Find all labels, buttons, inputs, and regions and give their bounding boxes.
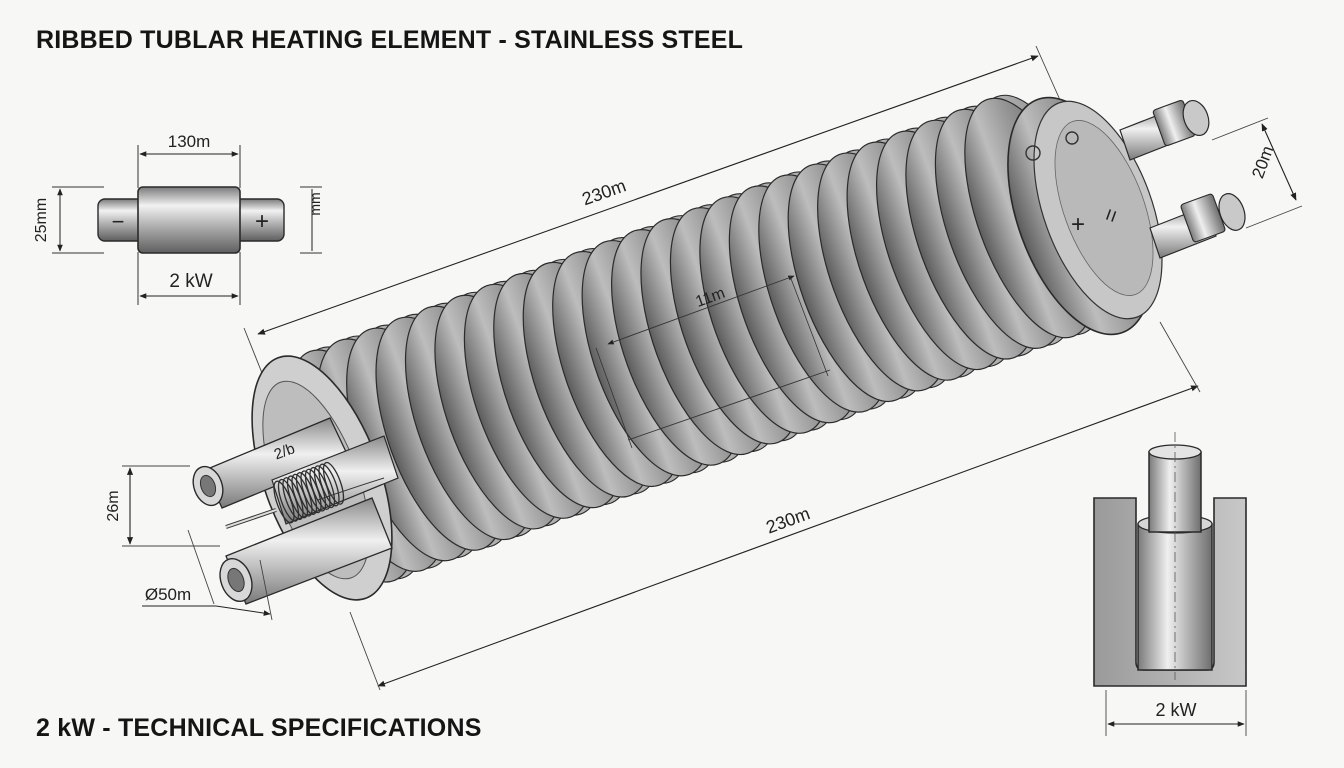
coil-turn [318, 463, 340, 507]
element-body [137, 186, 241, 254]
ribbed-heating-element: 230m 230m 2/b [105, 45, 1303, 691]
bottom-right-section-view: 2 kW [1093, 432, 1247, 736]
tube-label: 2/b [272, 440, 297, 463]
flange-plus-symbol: + [1071, 211, 1085, 238]
width-dimension-label: 130m [168, 132, 211, 151]
diagram-title: RIBBED TUBLAR HEATING ELEMENT - STAINLES… [36, 26, 744, 54]
front-terminals: 2/b [192, 417, 399, 605]
overall-length-bottom-label: 230m [763, 503, 812, 537]
coil-turn [313, 465, 336, 509]
plus-symbol: + [255, 208, 269, 235]
section-power-label: 2 kW [1155, 700, 1196, 720]
left-height-label: 26m [105, 490, 122, 521]
side-dimension-label: mm [307, 192, 323, 215]
diameter-label: Ø50m [145, 585, 191, 604]
height-dimension-label: 25mm [33, 198, 50, 242]
resistance-coil [273, 461, 345, 524]
rear-terminals [1119, 99, 1246, 259]
right-height-label: 20m [1248, 143, 1277, 181]
top-left-detail-view: − + 130m 25mm mm 2 kW [33, 132, 323, 305]
footer-title: 2 kW - TECHNICAL SPECIFICATIONS [36, 714, 482, 742]
minus-symbol: − [112, 209, 125, 234]
power-label: 2 kW [169, 271, 212, 292]
coil-turn [322, 461, 345, 505]
